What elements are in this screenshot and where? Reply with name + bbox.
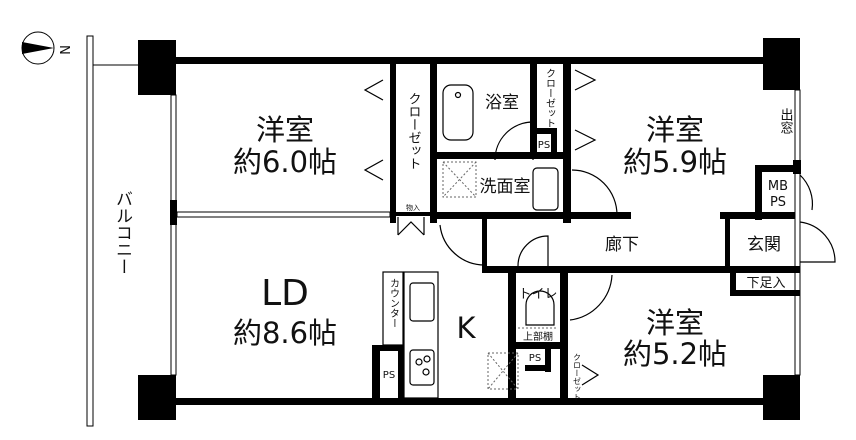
corridor-name: 廊下 [605, 235, 639, 255]
ld-size: 約8.6帖 [233, 316, 337, 350]
bath-ps-label: PS [538, 140, 550, 151]
storage-label: 物入 [406, 203, 420, 212]
ps-label: PS [770, 195, 786, 210]
walls [138, 38, 801, 420]
room-3-name: 洋室 [646, 306, 704, 340]
toilet-icon [525, 290, 555, 326]
counter-label: カウンター [388, 278, 400, 328]
mb-label: MB [768, 179, 788, 194]
bathroom-name: 浴室 [485, 93, 519, 113]
room-1-size: 約6.0帖 [233, 145, 337, 179]
washer-space-icon [442, 161, 477, 198]
doors [439, 121, 836, 321]
room-1-name: 洋室 [256, 113, 314, 147]
toilet-name: トイレ [518, 287, 557, 302]
fridge-space-icon [487, 352, 519, 390]
shoe-storage-name: 下足入 [746, 276, 785, 291]
stove-icon [409, 349, 435, 386]
kitchen-ps-label: PS [383, 370, 395, 381]
kitchen-name: K [456, 311, 476, 345]
entrance-name: 玄関 [747, 235, 781, 255]
north-label: N [56, 45, 71, 55]
bay-window-name: 出窓 [778, 108, 794, 134]
closet-2-label: クローゼット [544, 68, 556, 128]
bathtub-icon [442, 84, 474, 141]
closet-doors [363, 69, 600, 386]
toilet-shelf: 上部棚 [523, 330, 553, 343]
balcony-label: バルコニー [112, 190, 132, 275]
washroom-name: 洗面室 [480, 177, 531, 197]
sink-icon [409, 282, 435, 322]
closet-3-label: クローゼット [573, 353, 582, 401]
ld-name: LD [261, 273, 309, 314]
washbasin-icon [532, 167, 559, 211]
counter [382, 271, 404, 346]
north-arrow-icon [21, 31, 55, 65]
room-2-size: 約5.9帖 [623, 145, 727, 179]
room-3-size: 約5.2帖 [623, 337, 727, 371]
toilet-ps-label: PS [529, 353, 541, 364]
balcony-railing [86, 35, 94, 427]
room-2-name: 洋室 [646, 113, 704, 147]
closet-1-label: クローゼット [406, 92, 422, 170]
